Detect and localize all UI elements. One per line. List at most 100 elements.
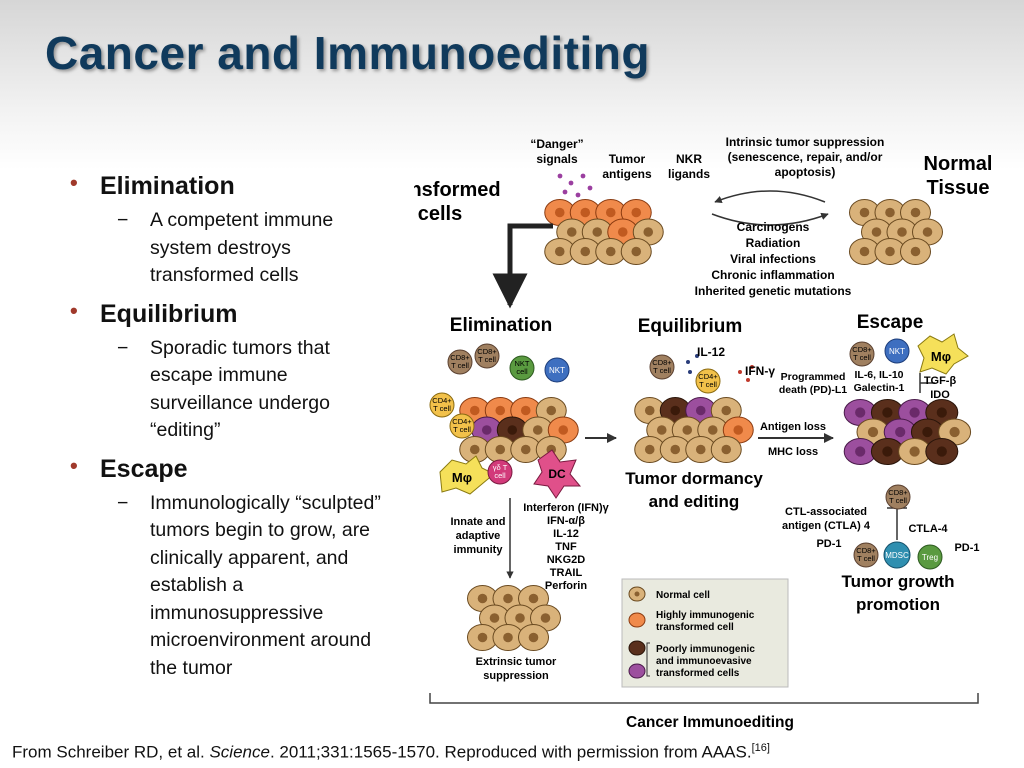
detail-line: immunosuppressive xyxy=(150,601,324,624)
svg-text:Normal cell: Normal cell xyxy=(656,590,710,601)
bullet-escape-detail: − Immunologically “sculpted” tumors begi… xyxy=(70,490,400,683)
cell-nucleus xyxy=(855,446,866,457)
cytokine-dots xyxy=(686,354,754,382)
bullet-label: Escape xyxy=(100,454,188,483)
svg-text:NKT: NKT xyxy=(889,347,905,356)
phase-escape: Escape xyxy=(857,312,924,333)
cell-nucleus xyxy=(520,444,531,455)
cell-nucleus xyxy=(546,405,557,416)
cell-nucleus xyxy=(707,425,718,435)
cell-nucleus xyxy=(644,405,655,416)
cell-nucleus xyxy=(580,246,591,257)
slide-title: Cancer and Immunoediting xyxy=(45,27,650,79)
cell-nucleus xyxy=(936,407,947,418)
danger-label: “Danger”signals xyxy=(530,137,583,166)
bottom-label: Cancer Immunoediting xyxy=(626,714,794,731)
svg-text:CD8+T cell: CD8+T cell xyxy=(888,488,908,505)
svg-text:DC: DC xyxy=(548,467,566,481)
cell-nucleus xyxy=(554,207,565,218)
antigen-loss-label: Antigen loss xyxy=(760,421,826,433)
cell-nucleus xyxy=(656,425,667,435)
svg-text:CD8+T cell: CD8+T cell xyxy=(852,345,872,362)
cell-nucleus xyxy=(605,207,616,218)
svg-text:CD8+T cell: CD8+T cell xyxy=(652,358,672,375)
transformed-label: Transformedcells xyxy=(414,179,501,225)
svg-text:Mφ: Mφ xyxy=(452,470,472,485)
cell-nucleus xyxy=(489,613,500,623)
cell-nucleus xyxy=(469,444,480,455)
citation-journal: Science xyxy=(209,742,270,762)
il12-label: IL-12 xyxy=(697,345,725,359)
cell-nucleus xyxy=(515,613,525,623)
detail-line: microenvironment around xyxy=(150,629,372,651)
cell-nucleus xyxy=(910,207,921,218)
cell-nucleus xyxy=(859,246,870,257)
cell-nucleus xyxy=(481,425,492,435)
bullet-equilibrium: •Equilibrium xyxy=(70,297,400,329)
cell-nucleus xyxy=(897,227,907,237)
citation-prefix: From Schreiber RD, et al. xyxy=(12,742,210,762)
cell-nucleus xyxy=(859,207,870,218)
cell-nucleus xyxy=(566,227,577,237)
phase-equilibrium: Equilibrium xyxy=(638,316,743,337)
svg-text:MDSC: MDSC xyxy=(885,551,909,560)
ifng-label: IFN-γ xyxy=(745,364,775,378)
cell-nucleus xyxy=(695,405,706,416)
detail-line: Immunologically “sculpted” xyxy=(150,491,381,514)
dash: − xyxy=(117,491,129,514)
cell-nucleus xyxy=(503,632,513,643)
bullet-list: •Elimination − A competent immune system… xyxy=(70,170,400,692)
cell-nucleus xyxy=(670,405,681,416)
citation-ref: [16] xyxy=(751,742,770,754)
equilibrium-tumor-cluster xyxy=(634,397,754,463)
detail-line: transformed cells xyxy=(150,264,299,286)
inhibit-ctla4 xyxy=(887,507,907,540)
dash: − xyxy=(117,209,129,231)
cell-nucleus xyxy=(895,426,906,438)
bullet-dot: • xyxy=(70,297,78,323)
cell-nucleus xyxy=(477,593,488,604)
pd1-left-label: PD-1 xyxy=(816,538,841,550)
mhc-loss-label: MHC loss xyxy=(768,446,818,458)
detail-line: tumors begin to grow, are xyxy=(150,519,371,541)
cell-nucleus xyxy=(532,425,543,435)
cell-nucleus xyxy=(520,405,531,416)
cell-nucleus xyxy=(495,405,506,416)
cell-nucleus xyxy=(910,246,921,257)
cell-nucleus xyxy=(682,425,693,435)
escape-immune-cells: CD8+T cell NKT Mφ CD8+T cell CD8+T cell … xyxy=(849,333,969,570)
cell-nucleus xyxy=(617,227,628,237)
citation: From Schreiber RD, et al. Science. 2011;… xyxy=(12,742,770,763)
detail-line: the tumor xyxy=(150,656,233,679)
cell-nucleus xyxy=(495,444,506,455)
detail-line: “editing” xyxy=(150,419,221,441)
cell-nucleus xyxy=(949,426,960,438)
cell-nucleus xyxy=(477,632,488,643)
cell-nucleus xyxy=(855,407,866,418)
svg-text:CD8+T cell: CD8+T cell xyxy=(477,347,497,364)
main-down-arrow xyxy=(492,223,553,309)
detail-line: system destroys xyxy=(150,236,291,259)
carcinogen-arrow xyxy=(711,212,829,226)
bullet-dot: • xyxy=(70,170,78,195)
bottom-bracket xyxy=(429,693,979,704)
cell-nucleus xyxy=(909,407,920,418)
cell-nucleus xyxy=(507,425,518,435)
cell-nucleus xyxy=(909,446,920,457)
cell-nucleus xyxy=(867,426,879,438)
cell-nucleus xyxy=(733,425,744,435)
detail-line: escape immune xyxy=(150,364,288,386)
